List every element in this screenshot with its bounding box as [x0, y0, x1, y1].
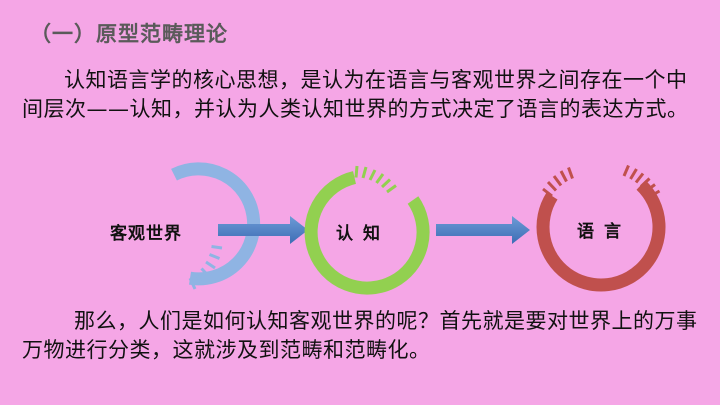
ring-cognition-ticks — [354, 165, 397, 194]
ring-language-ticks — [542, 164, 661, 199]
ring-world-ticks — [188, 245, 223, 290]
ring-cognition — [304, 165, 430, 295]
arrow-cognition-to-language — [436, 216, 530, 244]
ring-world — [171, 162, 261, 290]
arrow-world-to-cognition — [218, 216, 308, 244]
ring-language — [536, 164, 666, 292]
followup-paragraph: 那么，人们是如何认知客观世界的呢？首先就是要对世界上的万事万物进行分类，这就涉及… — [22, 309, 698, 362]
node-label-cognition: 认知 — [336, 224, 390, 244]
intro-paragraph: 认知语言学的核心思想，是认为在语言与客观世界之间存在一个中间层次——认知，并认为… — [22, 68, 689, 121]
node-label-language: 语言 — [577, 222, 631, 242]
node-label-world: 客观世界 — [110, 224, 182, 244]
section-title: （一）原型范畴理论 — [30, 22, 228, 46]
